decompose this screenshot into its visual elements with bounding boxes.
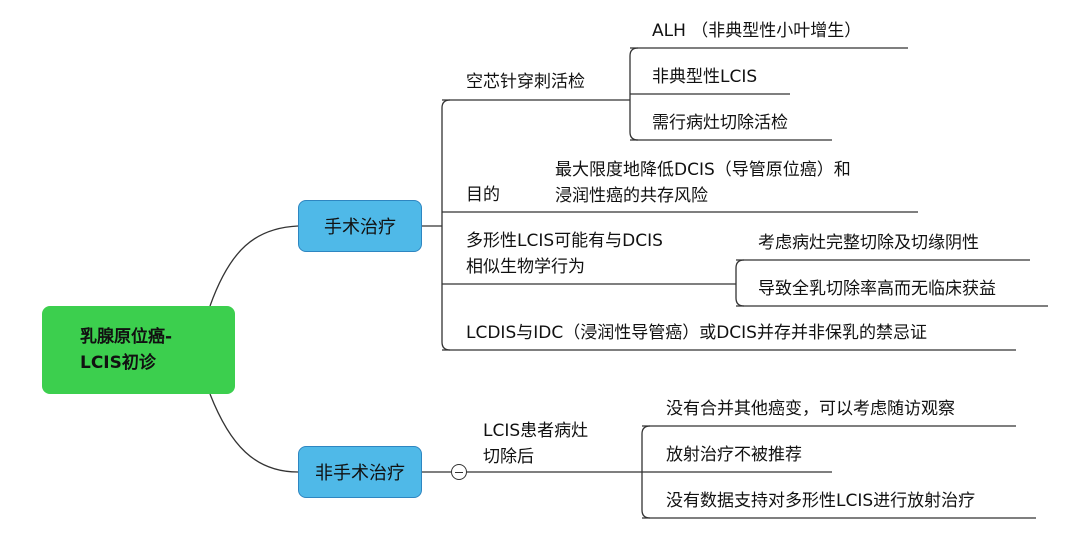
no-data-node[interactable]: 没有数据支持对多形性LCIS进行放射治疗 — [666, 491, 976, 511]
excision-biopsy-node[interactable]: 需行病灶切除活检 — [652, 113, 788, 133]
pleomorphic-children-spine — [735, 259, 745, 307]
non-surgery-label: 非手术治疗 — [315, 463, 405, 484]
root-to-surgery-connector — [209, 225, 299, 307]
complete-excision-node[interactable]: 考虑病灶完整切除及切缘阴性 — [758, 233, 979, 253]
pleomorphic-line2[interactable]: 相似生物学行为 — [466, 257, 585, 277]
core-biopsy-node[interactable]: 空芯针穿刺活检 — [466, 72, 585, 92]
root-title-line1: 乳腺原位癌- — [80, 327, 173, 347]
root-node[interactable]: 乳腺原位癌- LCIS初诊 — [42, 306, 235, 394]
collapse-toggle-icon[interactable] — [451, 464, 467, 480]
alh-node[interactable]: ALH （非典型性小叶增生） — [652, 21, 862, 41]
post-excision-line1[interactable]: LCIS患者病灶 — [483, 421, 589, 441]
mastectomy-node[interactable]: 导致全乳切除率高而无临床获益 — [758, 279, 996, 299]
non-surgery-node[interactable]: 非手术治疗 — [298, 446, 422, 498]
contraindication-node[interactable]: LCDIS与IDC（浸润性导管癌）或DCIS并存并非保乳的禁忌证 — [466, 323, 927, 343]
surgery-label: 手术治疗 — [324, 217, 396, 238]
goal-text-line1: 最大限度地降低DCIS（导管原位癌）和 — [555, 160, 851, 180]
surgery-node[interactable]: 手术治疗 — [298, 200, 422, 252]
no-radiation-node[interactable]: 放射治疗不被推荐 — [666, 445, 802, 465]
follow-up-node[interactable]: 没有合并其他癌变，可以考虑随访观察 — [666, 399, 955, 419]
root-to-nonsurgery-connector — [209, 393, 299, 473]
root-title-line2: LCIS初诊 — [80, 353, 156, 373]
surgery-spine — [441, 99, 451, 351]
atypical-lcis-node[interactable]: 非典型性LCIS — [652, 67, 758, 87]
goal-text-line2: 浸润性癌的共存风险 — [555, 186, 708, 206]
post-excision-line2[interactable]: 切除后 — [483, 447, 534, 467]
pleomorphic-line1[interactable]: 多形性LCIS可能有与DCIS — [466, 231, 663, 251]
goal-node[interactable]: 目的 — [466, 185, 500, 205]
